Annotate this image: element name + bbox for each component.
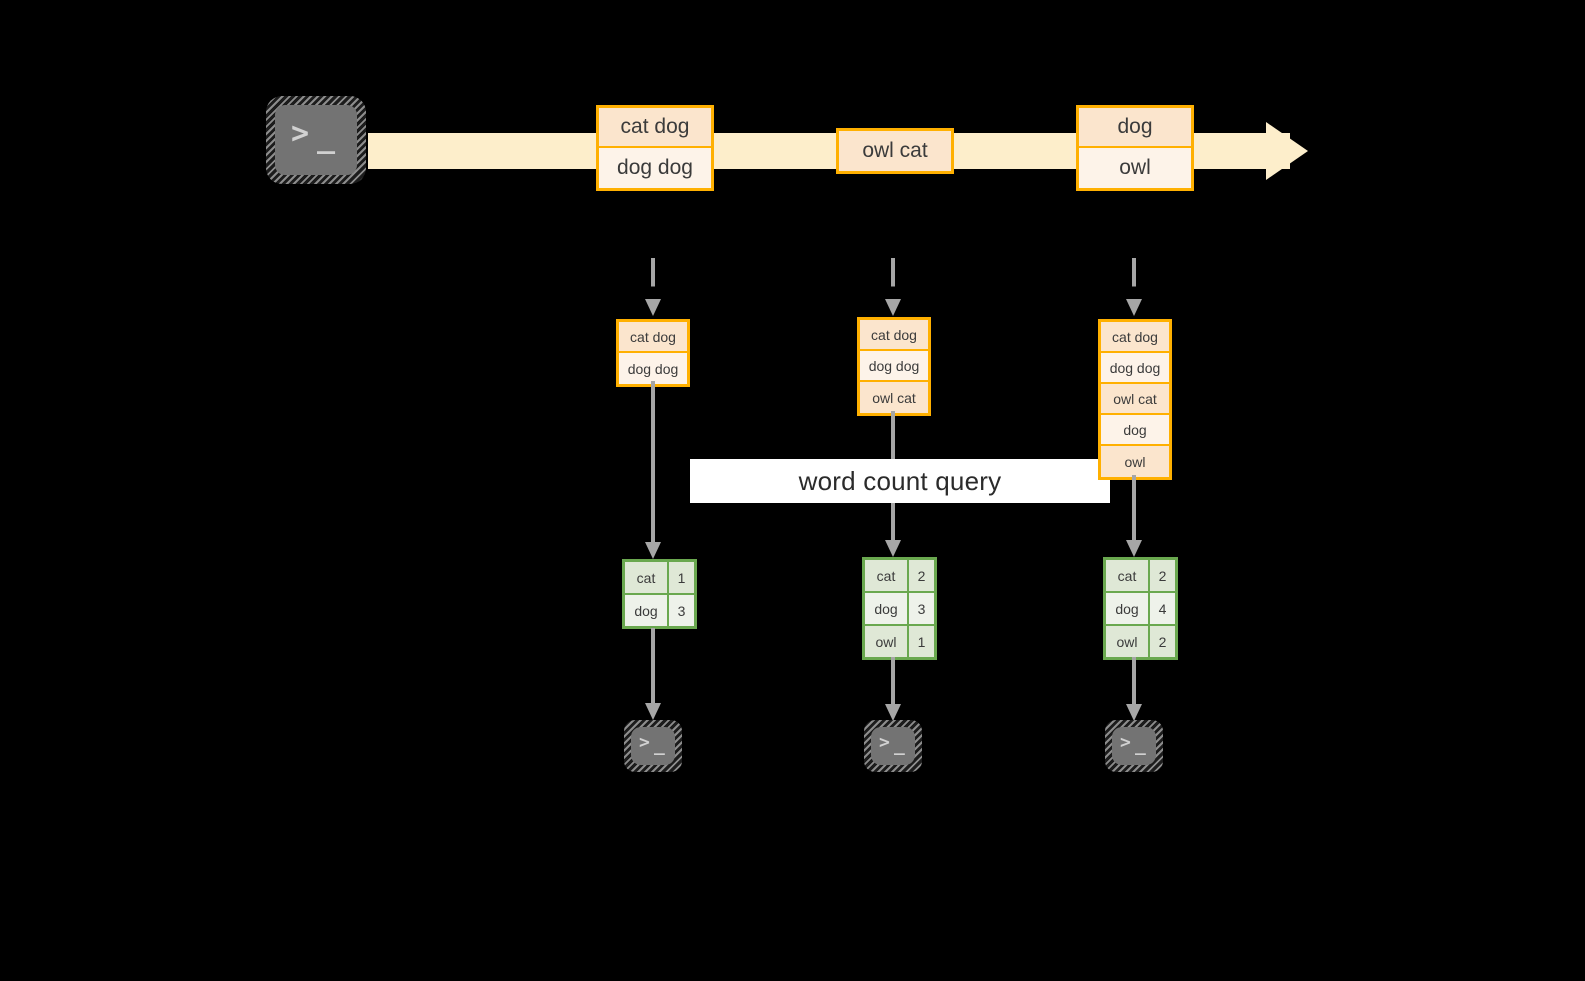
trigger-1-input-table: cat dog dog dog [616,319,690,387]
trigger-1-count-2: 3 [667,595,694,626]
trigger-2-input-line-1: cat dog [860,320,928,351]
table-row: dog 4 [1106,591,1175,624]
table-row: dog 3 [865,591,934,624]
trigger-2-count-3: 1 [907,626,934,657]
stream-event-3-line-1: dog [1079,108,1191,148]
terminal-icon-sink-2: > _ [864,720,922,772]
terminal-screen: > _ [871,727,915,765]
arrowhead-icon [645,703,661,720]
stream-event-2: owl cat [836,128,954,174]
trigger-3-word-1: cat [1106,560,1148,591]
trigger-2-input-table: cat dog dog dog owl cat [857,317,931,416]
terminal-icon-source: > _ [266,96,366,184]
trigger-2-word-2: dog [865,593,907,624]
arrowhead-icon [1126,704,1142,721]
table-row: cat 1 [625,562,694,593]
query-banner-label: word count query [798,465,1002,496]
trigger-3-word-2: dog [1106,593,1148,624]
prompt-glyph: > [291,116,310,151]
trigger-3-count-2: 4 [1148,593,1175,624]
arrowhead-icon [885,299,901,316]
trigger-2-result-table: cat 2 dog 3 owl 1 [862,557,937,660]
prompt-glyph: > [1120,732,1131,753]
terminal-screen: > _ [275,105,357,175]
arrowhead-icon [1126,540,1142,557]
table-row: owl 1 [865,624,934,657]
cursor-glyph: _ [654,735,665,756]
terminal-screen: > _ [1112,727,1156,765]
trigger-3-input-line-5: owl [1101,446,1169,477]
stream-event-2-line-1: owl cat [839,131,951,171]
stream-event-3: dog owl [1076,105,1194,191]
trigger-3-count-3: 2 [1148,626,1175,657]
prompt-glyph: > [639,732,650,753]
trigger-2-word-1: cat [865,560,907,591]
stream-event-1: cat dog dog dog [596,105,714,191]
cursor-glyph: _ [894,735,905,756]
trigger-2-word-3: owl [865,626,907,657]
trigger-3-input-table: cat dog dog dog owl cat dog owl [1098,319,1172,480]
trigger-1-word-1: cat [625,562,667,593]
prompt-glyph: > [879,732,890,753]
arrowhead-icon [1126,299,1142,316]
arrowhead-icon [645,542,661,559]
trigger-1-count-1: 1 [667,562,694,593]
terminal-screen: > _ [631,727,675,765]
stream-event-3-line-2: owl [1079,148,1191,188]
trigger-3-input-line-3: owl cat [1101,384,1169,415]
cursor-glyph: _ [317,120,336,155]
cursor-glyph: _ [1135,735,1146,756]
table-row: cat 2 [1106,560,1175,591]
trigger-1-input-line-1: cat dog [619,322,687,353]
table-row: dog 3 [625,593,694,626]
trigger-3-result-table: cat 2 dog 4 owl 2 [1103,557,1178,660]
stream-event-1-line-2: dog dog [599,148,711,188]
trigger-3-input-line-4: dog [1101,415,1169,446]
arrowhead-icon [885,540,901,557]
table-row: owl 2 [1106,624,1175,657]
trigger-2-count-2: 3 [907,593,934,624]
trigger-3-word-3: owl [1106,626,1148,657]
trigger-1-result-table: cat 1 dog 3 [622,559,697,629]
trigger-2-input-line-3: owl cat [860,382,928,413]
trigger-1-word-2: dog [625,595,667,626]
trigger-2-input-line-2: dog dog [860,351,928,382]
stream-arrowhead-icon [1266,122,1308,180]
stream-event-1-line-1: cat dog [599,108,711,148]
trigger-2-count-1: 2 [907,560,934,591]
trigger-3-input-line-2: dog dog [1101,353,1169,384]
table-row: cat 2 [865,560,934,591]
arrowhead-icon [885,704,901,721]
terminal-icon-sink-3: > _ [1105,720,1163,772]
arrowhead-icon [645,299,661,316]
trigger-3-count-1: 2 [1148,560,1175,591]
trigger-1-input-line-2: dog dog [619,353,687,384]
query-banner: word count query [690,459,1110,503]
trigger-3-input-line-1: cat dog [1101,322,1169,353]
terminal-icon-sink-1: > _ [624,720,682,772]
